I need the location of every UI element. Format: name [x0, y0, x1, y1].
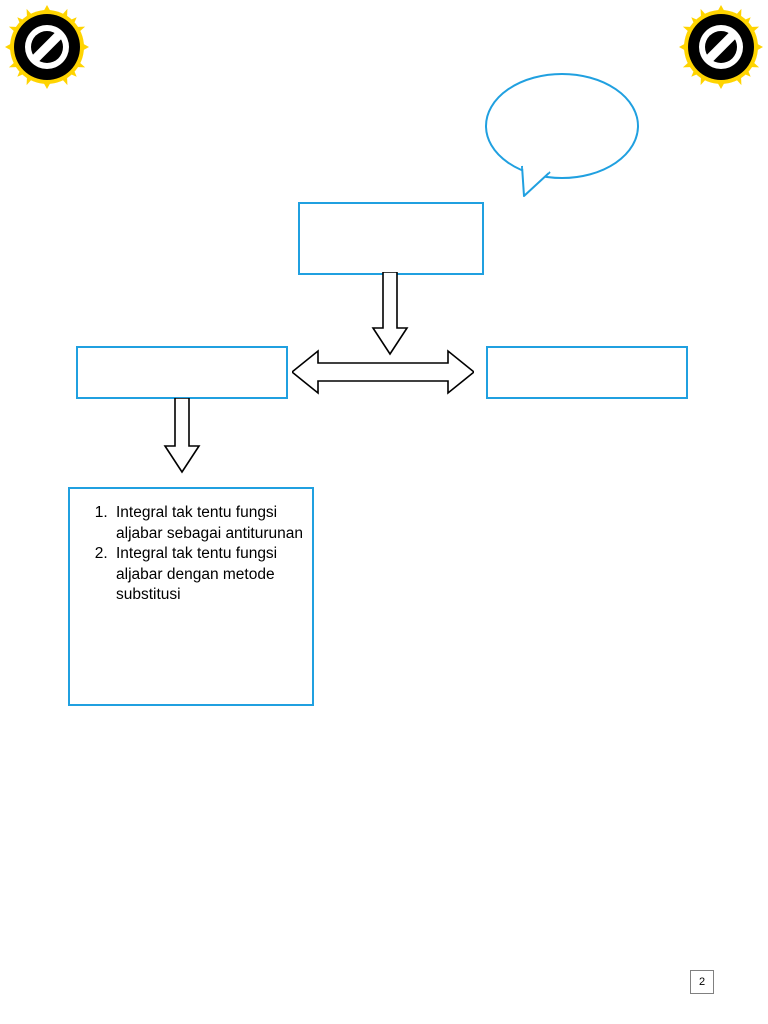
page-number: 2: [690, 970, 714, 994]
arrow-down-to-list: [162, 397, 202, 476]
arrow-down-icon: [371, 271, 409, 356]
list-content: Integral tak tentu fungsi aljabar sebaga…: [68, 487, 314, 706]
no-entry-badge-left: [5, 5, 89, 89]
integral-topics-list: Integral tak tentu fungsi aljabar sebaga…: [90, 503, 304, 606]
prohibition-sign-icon: [5, 5, 89, 89]
flow-box-right[interactable]: [486, 346, 688, 399]
flow-box-left[interactable]: [76, 346, 288, 399]
prohibition-sign-icon: [679, 5, 763, 89]
list-item: Integral tak tentu fungsi aljabar sebaga…: [112, 503, 304, 544]
arrow-down-icon: [163, 397, 201, 474]
list-item: Integral tak tentu fungsi aljabar dengan…: [112, 544, 304, 606]
double-arrow-icon: [290, 349, 476, 395]
speech-bubble-shape: [485, 73, 639, 197]
flow-box-list[interactable]: [68, 487, 314, 706]
arrow-down-from-top-box: [370, 271, 410, 358]
arrow-double-horizontal: [290, 344, 476, 400]
speech-bubble: [484, 70, 640, 198]
no-entry-badge-right: [679, 5, 763, 89]
flow-box-top[interactable]: [298, 202, 484, 275]
